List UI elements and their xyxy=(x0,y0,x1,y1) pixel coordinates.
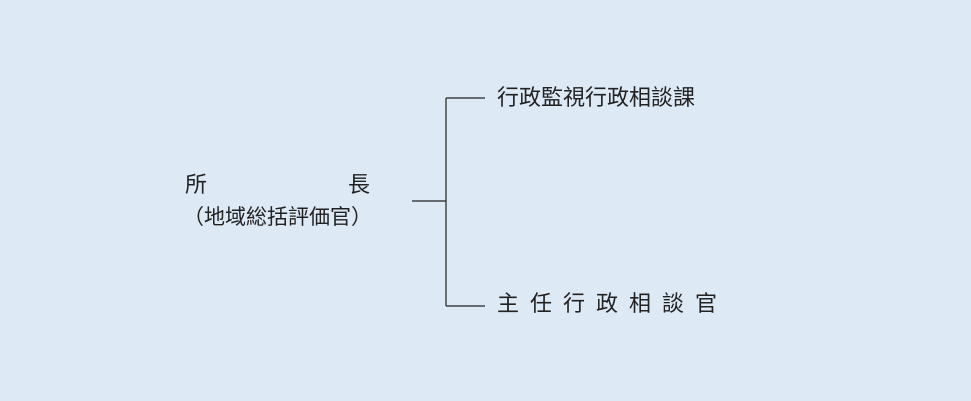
child-node-top: 行政監視行政相談課 xyxy=(497,86,696,111)
root-subtitle: （地域総括評価官） xyxy=(183,205,372,229)
root-title-first-char: 所 xyxy=(185,173,208,198)
child-node-bottom: 主任行政相談官 xyxy=(497,292,729,317)
root-title-second-char: 長 xyxy=(348,173,371,198)
